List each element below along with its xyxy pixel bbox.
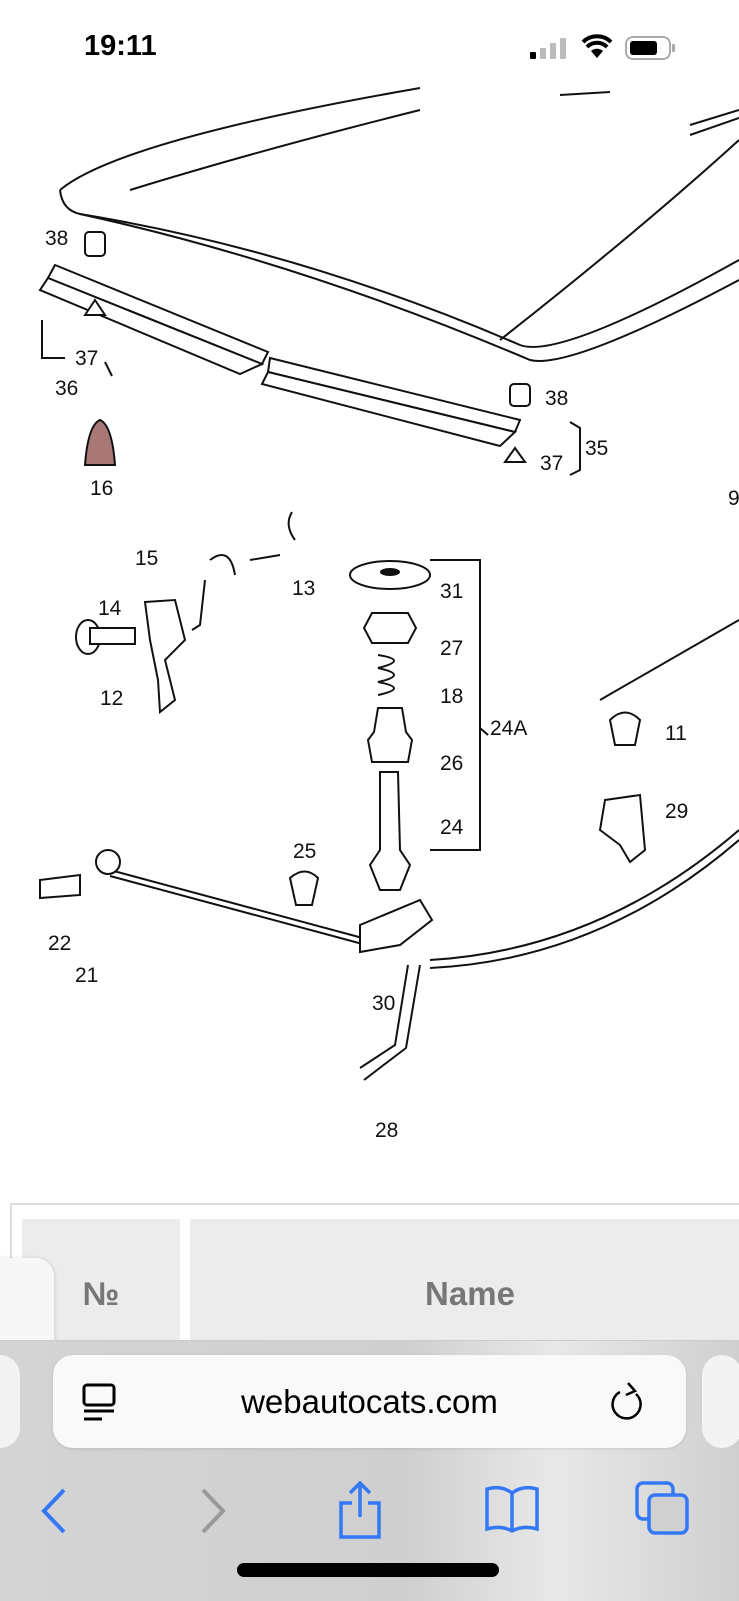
parts-diagram: 38 37 36 16 38 37 35 15 13 14 12 31 27 1… bbox=[38, 87, 739, 1140]
callout-37-right: 37 bbox=[540, 452, 563, 475]
callout-35: 35 bbox=[585, 437, 608, 460]
back-icon[interactable] bbox=[38, 1486, 72, 1536]
callout-15: 15 bbox=[135, 547, 158, 570]
callout-36: 36 bbox=[55, 377, 78, 400]
previous-tab-pill[interactable] bbox=[0, 1355, 20, 1448]
callout-26: 26 bbox=[440, 752, 463, 775]
callout-9: 9 bbox=[728, 487, 739, 510]
callout-14: 14 bbox=[98, 597, 122, 620]
tabs-icon[interactable] bbox=[635, 1481, 691, 1537]
status-bar: 19:11 bbox=[0, 0, 739, 90]
callout-18: 18 bbox=[440, 685, 463, 708]
latch-assembly bbox=[349, 560, 431, 891]
callout-38-right: 38 bbox=[545, 387, 568, 410]
next-tab-pill[interactable] bbox=[702, 1355, 739, 1448]
callout-21: 21 bbox=[75, 964, 98, 987]
safari-toolbar: webautocats.com bbox=[0, 1340, 739, 1601]
callout-16: 16 bbox=[90, 477, 113, 500]
previous-tab-peek[interactable] bbox=[0, 1258, 54, 1348]
callout-28: 28 bbox=[375, 1119, 398, 1140]
parts-table: № Name bbox=[10, 1203, 739, 1349]
hood-outline bbox=[59, 87, 739, 362]
callout-11: 11 bbox=[665, 722, 687, 745]
home-indicator[interactable] bbox=[237, 1563, 499, 1577]
callout-30: 30 bbox=[372, 992, 395, 1015]
battery-icon bbox=[625, 36, 675, 60]
buffer-parts bbox=[83, 231, 531, 466]
release-cable bbox=[39, 619, 739, 1081]
callout-31: 31 bbox=[440, 580, 463, 603]
hood-seal-strip-right bbox=[260, 356, 522, 448]
status-time: 19:11 bbox=[84, 30, 157, 62]
callout-24: 24 bbox=[440, 816, 464, 839]
callout-37-left: 37 bbox=[75, 347, 98, 370]
callout-12: 12 bbox=[100, 687, 123, 710]
callout-38-left: 38 bbox=[45, 227, 68, 250]
callout-22: 22 bbox=[48, 932, 71, 955]
bookmarks-icon[interactable] bbox=[483, 1483, 541, 1533]
address-bar[interactable]: webautocats.com bbox=[53, 1355, 686, 1448]
reload-icon[interactable] bbox=[608, 1380, 648, 1424]
cellular-signal-icon bbox=[530, 38, 566, 59]
forward-icon[interactable] bbox=[195, 1486, 229, 1536]
url-text[interactable]: webautocats.com bbox=[241, 1383, 498, 1420]
release-lever bbox=[75, 511, 296, 714]
callout-24A: 24A bbox=[490, 717, 527, 740]
wifi-icon bbox=[581, 34, 613, 58]
callout-27: 27 bbox=[440, 637, 463, 660]
share-icon[interactable] bbox=[337, 1481, 383, 1541]
column-header-name[interactable]: Name bbox=[190, 1219, 739, 1349]
reader-icon[interactable] bbox=[81, 1383, 117, 1423]
callout-labels: 38 37 36 16 38 37 35 15 13 14 12 31 27 1… bbox=[41, 227, 739, 1140]
callout-29: 29 bbox=[665, 800, 688, 823]
callout-25: 25 bbox=[293, 840, 316, 863]
callout-13: 13 bbox=[292, 577, 315, 600]
